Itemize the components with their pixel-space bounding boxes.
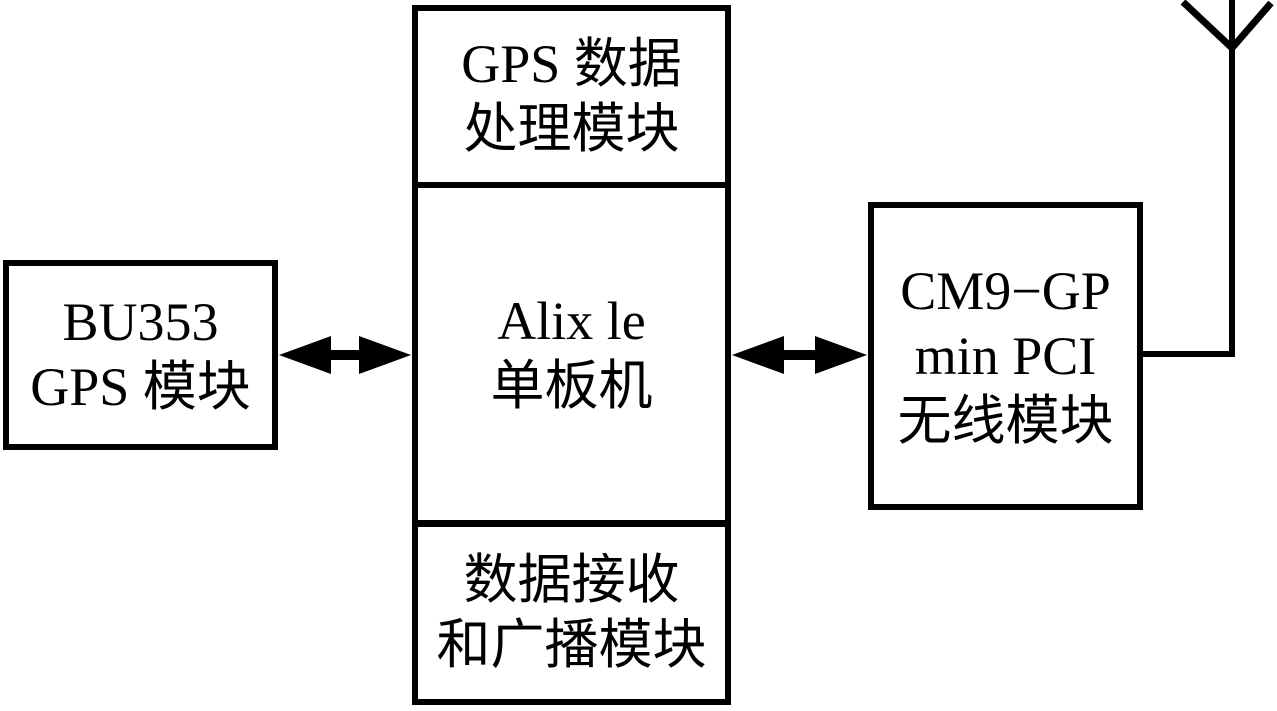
block-label-line: 和广播模块 bbox=[436, 615, 707, 675]
block-bu353-gps-module: BU353 GPS 模块 bbox=[3, 260, 278, 450]
block-label-line: GPS 模块 bbox=[30, 357, 251, 417]
block-alix-single-board-computer: Alix le 单板机 bbox=[418, 182, 725, 520]
block-label-line: BU353 bbox=[62, 292, 219, 352]
block-label-line: GPS 数据 bbox=[461, 33, 682, 94]
antenna-icon bbox=[1143, 0, 1274, 357]
bidirectional-arrow-left bbox=[279, 336, 411, 374]
block-label-line: 处理模块 bbox=[463, 98, 680, 159]
block-label-line: CM9−GP bbox=[900, 260, 1111, 321]
block-data-receive-broadcast: 数据接收 和广播模块 bbox=[418, 520, 725, 699]
block-label-line: min PCI bbox=[914, 325, 1097, 386]
block-label-line: 数据接收 bbox=[463, 550, 680, 610]
block-center-column: GPS 数据 处理模块 Alix le 单板机 数据接收 和广播模块 bbox=[412, 5, 731, 705]
block-label-line: 单板机 bbox=[490, 356, 653, 416]
bidirectional-arrow-right bbox=[732, 336, 867, 374]
block-cm9-wireless-module: CM9−GP min PCI 无线模块 bbox=[868, 202, 1143, 510]
block-label-line: Alix le bbox=[497, 291, 646, 351]
block-label-line: 无线模块 bbox=[897, 390, 1114, 451]
block-gps-data-processing: GPS 数据 处理模块 bbox=[418, 11, 725, 182]
